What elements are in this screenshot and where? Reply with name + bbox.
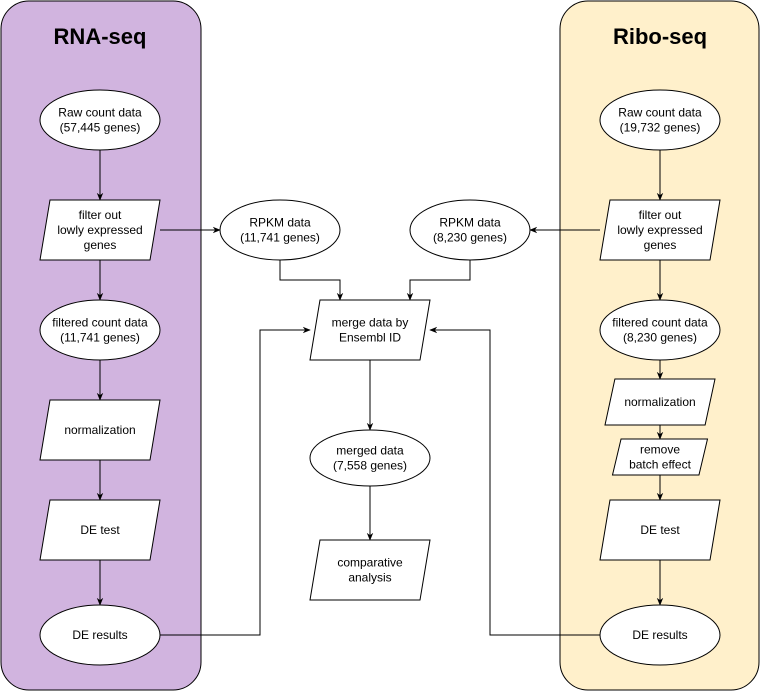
rna-raw-label-line-2: (57,445 genes) [60,121,141,135]
center-rpkm-rna-label-line-1: RPKM data [249,216,311,230]
rna-filter-parallelogram [39,199,161,261]
rna-normalize-parallelogram [39,399,161,461]
ribo-lane-title: Ribo-seq [613,24,707,49]
center-rpkm-rna-ellipse [219,199,341,261]
ribo-filtered-node: filtered count data(8,230 genes) [599,299,721,361]
ribo-raw-node: Raw count data(19,732 genes) [599,89,721,151]
arrow-rna-rpkm-to-merge [279,260,344,301]
center-rpkm-ribo-node: RPKM data(8,230 genes) [409,199,531,261]
ribo-batch-label-line-1: remove [640,443,680,457]
center-merged-label-line-2: (7,558 genes) [333,459,407,473]
ribo-normalize-node: normalization [604,378,716,426]
ribo-raw-label-line-1: Raw count data [618,106,702,120]
ribo-de-results-ellipse [599,604,721,666]
ribo-filter-label-line-3: genes [644,238,677,252]
ribo-de-test-parallelogram [599,499,721,561]
ribo-raw-label-line-2: (19,732 genes) [620,121,701,135]
rna-filtered-node: filtered count data(11,741 genes) [39,299,161,361]
ribo-batch-parallelogram [611,438,709,476]
center-merge-label-line-2: Ensembl ID [339,331,401,345]
rna-de-results-label-line-1: DE results [72,628,127,642]
ribo-batch-label-line-2: batch effect [629,458,691,472]
center-rpkm-ribo-label-line-2: (8,230 genes) [433,231,507,245]
rna-filter-label-line-1: filter out [79,208,122,222]
rna-de-results-ellipse [39,604,161,666]
ribo-de-results-label-line-1: DE results [632,628,687,642]
rna-filter-label-line-2: lowly expressed [57,223,142,237]
ribo-filter-label-line-2: lowly expressed [617,223,702,237]
center-merge-parallelogram [309,299,431,361]
ribo-de-test-label-line-1: DE test [640,523,680,537]
center-rpkm-ribo-label-line-1: RPKM data [439,216,501,230]
arrow-ribo-results-to-merge [429,326,600,636]
center-comparative-parallelogram [309,539,431,601]
rna-de-test-label-line-1: DE test [80,523,120,537]
center-rpkm-rna-node: RPKM data(11,741 genes) [219,199,341,261]
ribo-normalize-label-line-1: normalization [624,395,695,409]
ribo-filter-parallelogram [599,199,721,261]
center-rpkm-rna-label-line-2: (11,741 genes) [240,231,320,245]
center-rpkm-ribo-ellipse [409,199,531,261]
rna-filtered-ellipse [39,299,161,361]
ribo-normalize-parallelogram [604,378,716,426]
center-comparative-label-line-2: analysis [348,571,391,585]
rna-filter-label-line-3: genes [84,238,117,252]
arrow-rna-results-to-merge [160,326,311,636]
ribo-de-test-node: DE test [599,499,721,561]
ribo-filtered-ellipse [599,299,721,361]
center-comparative-label-line-1: comparative [337,556,403,570]
ribo-filtered-label-line-2: (8,230 genes) [623,331,697,345]
rna-raw-label-line-1: Raw count data [58,106,142,120]
rna-filtered-label-line-2: (11,741 genes) [60,331,140,345]
ribo-filter-label-line-1: filter out [639,208,682,222]
rna-de-test-parallelogram [39,499,161,561]
rna-lane-title: RNA-seq [54,24,147,49]
rna-de-results-node: DE results [39,604,161,666]
ribo-raw-ellipse [599,89,721,151]
rna-filtered-label-line-1: filtered count data [52,316,148,330]
rna-raw-node: Raw count data(57,445 genes) [39,89,161,151]
rna-normalize-node: normalization [39,399,161,461]
arrow-ribo-rpkm-to-merge [406,260,471,301]
center-merged-node: merged data(7,558 genes) [309,429,431,487]
rna-raw-ellipse [39,89,161,151]
rna-normalize-label-line-1: normalization [64,423,135,437]
rna-de-test-node: DE test [39,499,161,561]
center-merge-label-line-1: merge data by [332,316,409,330]
ribo-filtered-label-line-1: filtered count data [612,316,708,330]
ribo-de-results-node: DE results [599,604,721,666]
center-merged-label-line-1: merged data [336,444,404,458]
center-merged-ellipse [309,429,431,487]
